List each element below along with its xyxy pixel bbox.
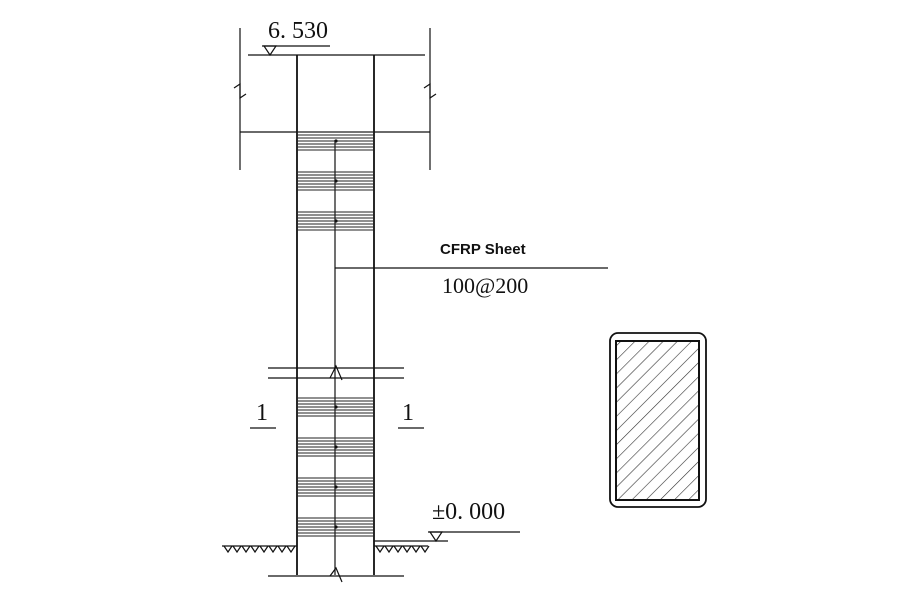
ground-hatch-tick xyxy=(241,545,251,554)
ground-hatch-tick xyxy=(420,545,430,554)
ground-hatch-tick xyxy=(277,545,287,554)
ground-elevation-triangle-icon xyxy=(428,531,444,543)
bottom-break-zigzag xyxy=(329,566,343,583)
cross-section-inner xyxy=(615,340,700,501)
cross-section xyxy=(609,332,707,508)
bottom-break-line xyxy=(268,566,404,583)
column xyxy=(296,55,375,575)
ground-hatch-tick xyxy=(268,545,278,554)
cfrp-band-anchor-dot xyxy=(334,179,338,183)
cfrp-band-anchor-dot xyxy=(334,445,338,449)
ground-elevation-marker: ±0. 000 xyxy=(374,499,520,543)
section-mark-left-text: 1 xyxy=(256,400,268,426)
section-marks: 1 1 xyxy=(250,400,424,429)
cfrp-band-anchor-dot xyxy=(334,219,338,223)
ground-hatch-tick xyxy=(232,545,242,554)
cfrp-label-text: CFRP Sheet xyxy=(440,241,526,258)
cfrp-band xyxy=(297,397,374,417)
cfrp-bands xyxy=(297,131,374,537)
cross-section-outer xyxy=(609,332,707,508)
cfrp-band xyxy=(297,211,374,231)
cfrp-band xyxy=(297,517,374,537)
beam-left-break-mark xyxy=(233,82,247,100)
top-beam xyxy=(233,28,437,170)
cfrp-band xyxy=(297,437,374,457)
top-elevation-marker: 6. 530 xyxy=(262,18,330,57)
cfrp-band xyxy=(297,131,374,151)
cfrp-leader: CFRP Sheet 100@200 xyxy=(335,241,608,298)
ground-hatch-tick xyxy=(259,545,269,554)
break-line-zigzag xyxy=(329,364,343,381)
ground-hatch-tick xyxy=(286,545,296,554)
cfrp-band xyxy=(297,477,374,497)
ground-hatch-tick xyxy=(223,545,233,554)
cfrp-spacing-text: 100@200 xyxy=(442,273,528,298)
top-elevation-triangle-icon xyxy=(262,45,278,57)
ground-elevation-text: ±0. 000 xyxy=(432,499,505,525)
ground-hatch-tick xyxy=(375,545,385,554)
cfrp-band xyxy=(297,171,374,191)
section-mark-right-text: 1 xyxy=(402,400,414,426)
cfrp-band-anchor-dot xyxy=(334,525,338,529)
ground-hatch-tick xyxy=(393,545,403,554)
cfrp-band-anchor-dot xyxy=(334,139,338,143)
top-elevation-text: 6. 530 xyxy=(268,18,328,44)
ground-hatch-tick xyxy=(402,545,412,554)
cfrp-band-anchor-dot xyxy=(334,405,338,409)
ground-hatch-tick xyxy=(411,545,421,554)
beam-right-break-mark xyxy=(423,82,437,100)
ground-hatch-tick xyxy=(250,545,260,554)
ground-hatch-tick xyxy=(384,545,394,554)
cfrp-band-anchor-dot xyxy=(334,485,338,489)
ground-line xyxy=(222,545,430,554)
column-break-line xyxy=(268,364,404,381)
ground-hatch-ticks xyxy=(223,545,430,554)
